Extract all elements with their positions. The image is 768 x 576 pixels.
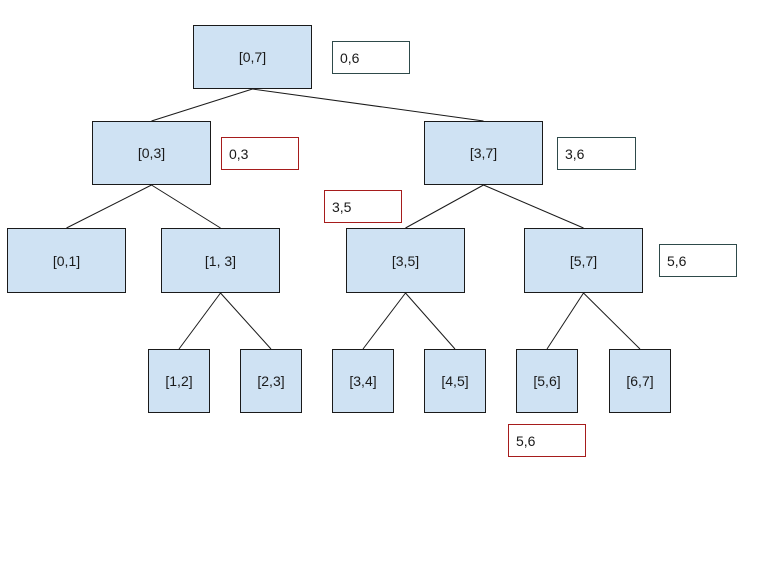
edge-n-1-3-to-n-2-3 (220, 292, 272, 350)
annotation-root: 0,6 (332, 41, 410, 74)
tree-node-6-7: [6,7] (609, 349, 671, 413)
edge-n-0-7-to-n-0-3 (151, 88, 253, 122)
tree-node-0-1: [0,1] (7, 228, 126, 293)
tree-node-3-4: [3,4] (332, 349, 394, 413)
annotation-query: 3,5 (324, 190, 402, 223)
tree-node-0-7: [0,7] (193, 25, 312, 89)
annotation-right: 3,6 (557, 137, 636, 170)
edge-n-1-3-to-n-1-2 (178, 292, 221, 350)
tree-node-5-6: [5,6] (516, 349, 578, 413)
tree-node-3-5: [3,5] (346, 228, 465, 293)
annotation-right-right: 5,6 (659, 244, 737, 277)
edge-n-0-7-to-n-3-7 (252, 88, 484, 122)
edge-n-3-7-to-n-5-7 (483, 184, 584, 229)
edge-n-5-7-to-n-5-6 (546, 292, 584, 350)
edge-n-0-3-to-n-0-1 (66, 184, 152, 229)
edge-n-3-5-to-n-4-5 (405, 292, 456, 350)
edge-n-3-5-to-n-3-4 (362, 292, 406, 350)
edge-n-0-3-to-n-1-3 (151, 184, 221, 229)
edge-n-3-7-to-n-3-5 (405, 184, 484, 229)
annotation-leaf: 5,6 (508, 424, 586, 457)
tree-node-4-5: [4,5] (424, 349, 486, 413)
tree-node-3-7: [3,7] (424, 121, 543, 185)
tree-node-1-3: [1, 3] (161, 228, 280, 293)
tree-node-0-3: [0,3] (92, 121, 211, 185)
tree-node-1-2: [1,2] (148, 349, 210, 413)
annotation-left: 0,3 (221, 137, 299, 170)
tree-node-2-3: [2,3] (240, 349, 302, 413)
edge-n-5-7-to-n-6-7 (583, 292, 641, 350)
tree-node-5-7: [5,7] (524, 228, 643, 293)
